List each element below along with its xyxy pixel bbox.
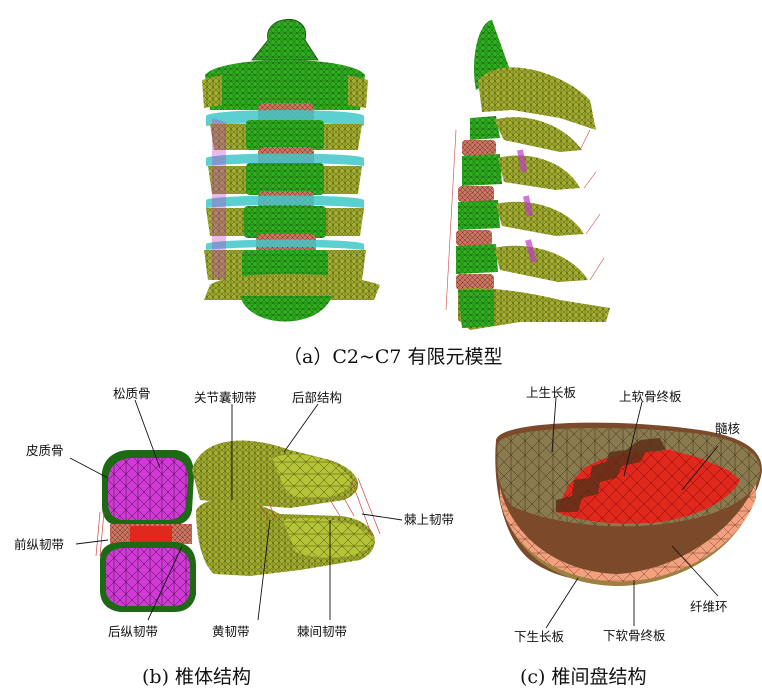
label-lower-growth: 下生长板 [514,629,565,644]
label-anterior-ll: 前纵韧带 [14,537,64,552]
front-stack [204,103,380,322]
cervical-spine-front-view [202,19,380,321]
vertebra-structure-diagram [70,400,402,620]
label-lower-endplate: 下软骨终板 [603,628,666,643]
side-stack [446,116,610,330]
label-nucleus: 髓核 [715,421,741,436]
label-interspinous: 棘间韧带 [297,624,347,639]
cervical-spine-side-view [446,20,610,330]
label-supraspinous: 棘上韧带 [404,512,454,527]
caption-panel-a: （a）C2~C7 有限元模型 [283,342,503,369]
label-cancellous: 松质骨 [113,386,151,401]
label-capsular: 关节囊韧带 [194,390,257,405]
caption-panel-b: (b) 椎体结构 [142,662,251,689]
label-annulus: 纤维环 [690,599,728,614]
label-cortical: 皮质骨 [26,443,64,458]
label-upper-endplate: 上软骨终板 [619,389,682,404]
label-posterior-ll: 后纵韧带 [108,624,158,639]
caption-panel-c: (c) 椎间盘结构 [520,662,647,689]
label-posterior: 后部结构 [292,390,342,405]
label-flavum: 黄韧带 [212,624,250,639]
label-upper-growth: 上生长板 [526,385,577,400]
